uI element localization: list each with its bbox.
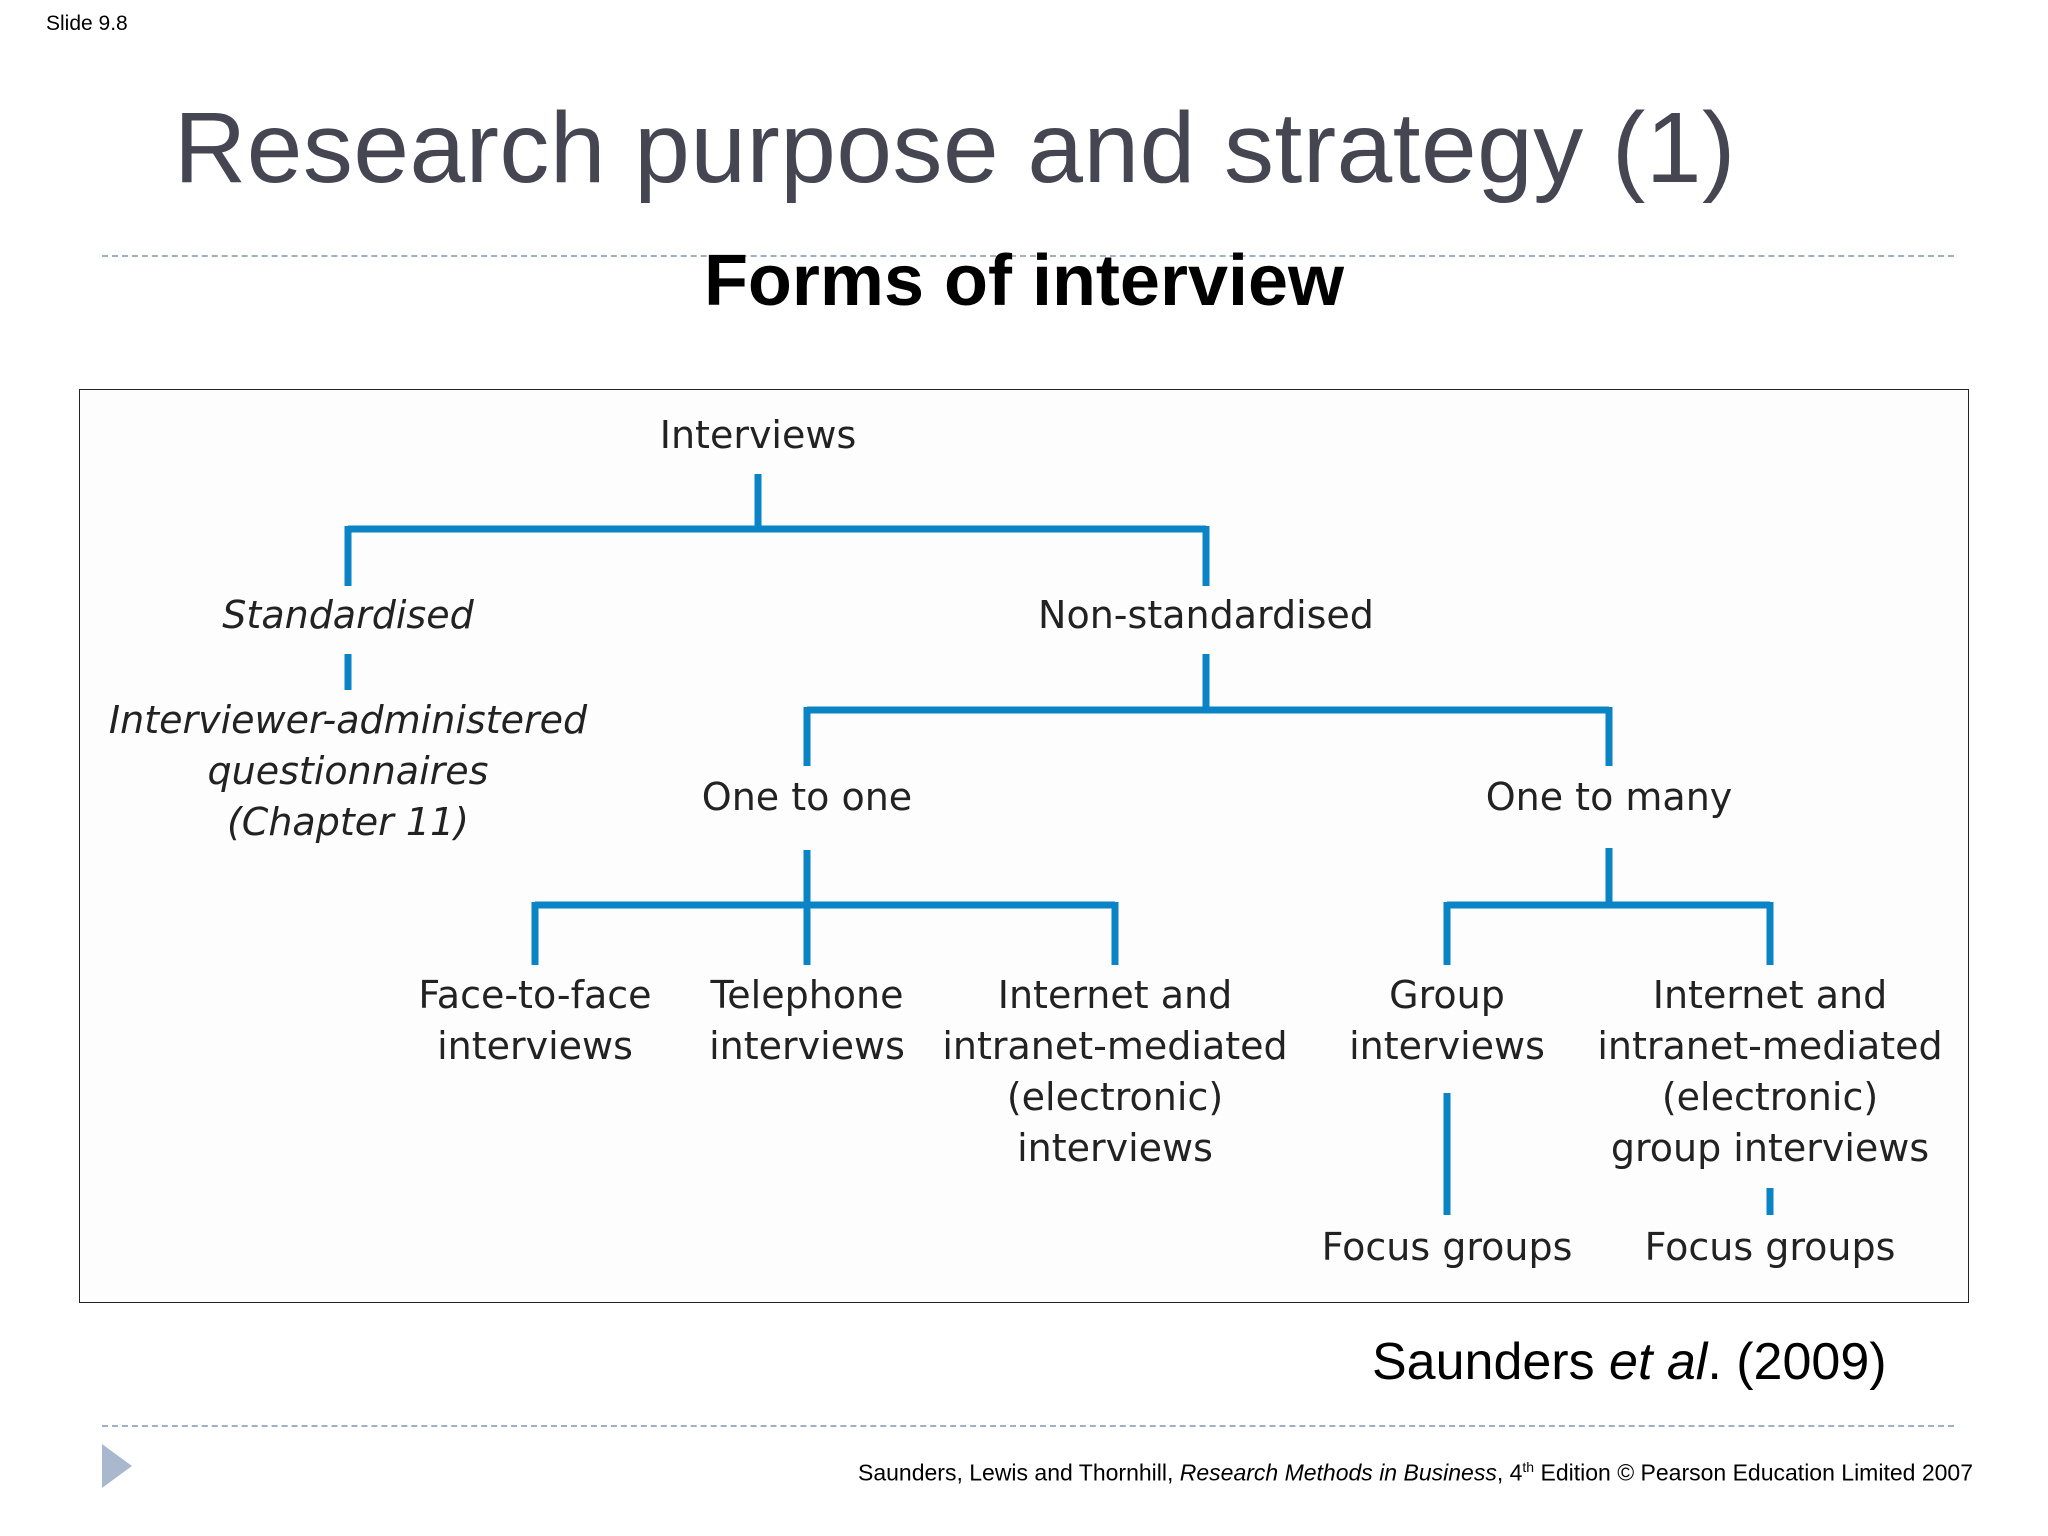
node-line: interviews [1349,1024,1545,1068]
citation-etal: et al [1609,1333,1708,1391]
slide-title: Research purpose and strategy (1) [174,92,1736,204]
node-line: interviews [709,1024,905,1068]
play-triangle-icon[interactable] [102,1444,132,1488]
node-line: Internet and [1652,973,1888,1017]
node-focus-groups-2: Focus groups [1644,1225,1896,1269]
citation-year: . (2009) [1707,1333,1887,1391]
node-line: Interviewer-administered [108,698,588,742]
node-focus-groups-1: Focus groups [1321,1225,1573,1269]
node-line: Telephone [710,973,904,1017]
slide-subtitle: Forms of interview [703,241,1345,321]
node-line: intranet-mediated [942,1024,1288,1068]
node-line: (electronic) [1661,1075,1879,1119]
slide-number: Slide 9.8 [46,12,128,35]
footer-edition: , 4 [1496,1459,1523,1486]
interview-forms-diagram: Interviews Standardised Non-standardised… [79,389,1969,1303]
node-telephone: Telephone interviews [697,970,917,1072]
top-divider [102,255,1954,257]
node-interviewer-administered: Interviewer-administered questionnaires … [98,695,598,848]
node-line: group interviews [1610,1126,1930,1170]
node-one-to-one: One to one [701,775,913,819]
node-internet-one-to-one: Internet and intranet-mediated (electron… [935,970,1295,1174]
node-line: (Chapter 11) [226,800,469,844]
citation: Saunders et al. (2009) [1372,1330,1887,1394]
node-line: interviews [437,1024,633,1068]
diagram-connectors [344,474,1774,1215]
node-internet-group: Internet and intranet-mediated (electron… [1585,970,1955,1174]
footer-book: Research Methods in Business [1179,1459,1497,1486]
bottom-divider [102,1425,1954,1427]
footer-edition-sup: th [1522,1459,1535,1475]
node-line: Face-to-face [418,973,652,1017]
node-standardised: Standardised [222,593,474,637]
node-line: Internet and [997,973,1233,1017]
node-interviews: Interviews [659,413,857,457]
node-group: Group interviews [1337,970,1557,1072]
citation-author: Saunders [1372,1333,1610,1391]
node-line: interviews [1017,1126,1213,1170]
node-non-standardised: Non-standardised [1038,593,1374,637]
node-face-to-face: Face-to-face interviews [415,970,655,1072]
node-line: (electronic) [1006,1075,1224,1119]
footer-publisher: Edition © Pearson Education Limited 2007 [1534,1459,1973,1486]
node-line: Group [1389,973,1505,1017]
node-one-to-many: One to many [1485,775,1733,819]
node-line: intranet-mediated [1597,1024,1943,1068]
footer-authors: Saunders, Lewis and Thornhill, [858,1459,1180,1486]
node-line: questionnaires [207,749,489,793]
footer-credit: Saunders, Lewis and Thornhill, Research … [858,1452,1973,1488]
